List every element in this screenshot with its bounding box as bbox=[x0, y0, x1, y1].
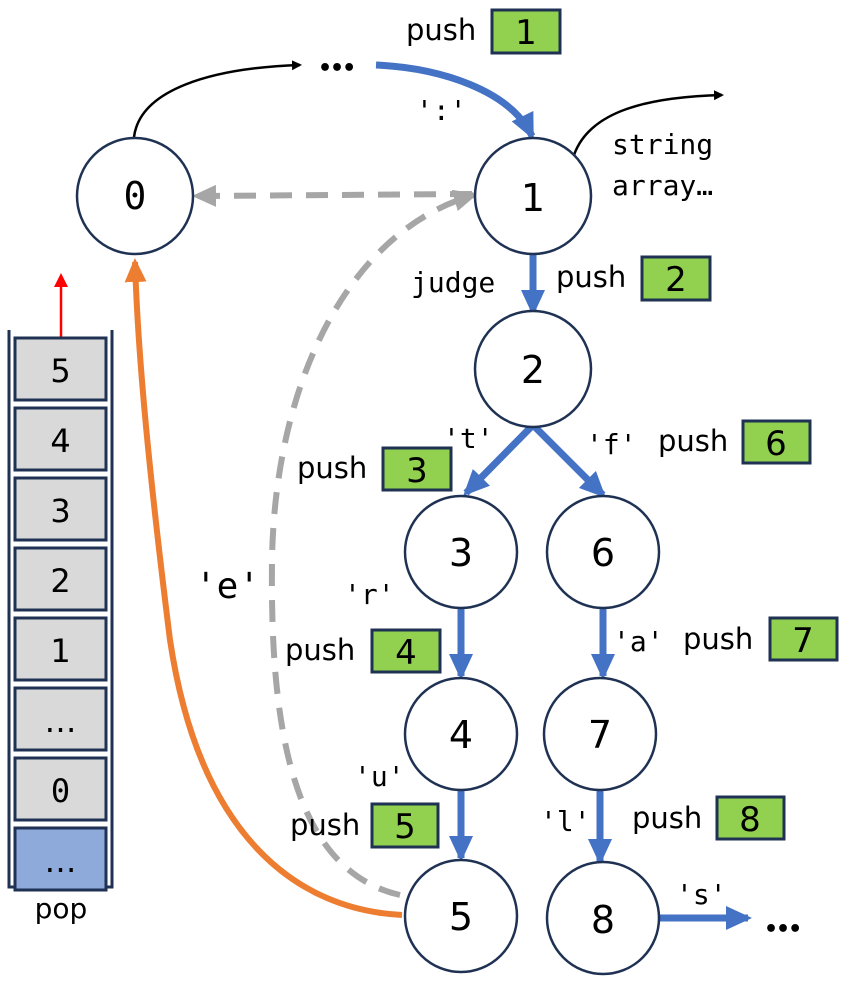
stack-cell-box bbox=[13, 686, 108, 752]
push-label: push bbox=[290, 808, 360, 842]
node-1-label: 1 bbox=[521, 176, 545, 220]
stack-cell-value: … bbox=[45, 702, 77, 740]
stack-cell-value: 5 bbox=[50, 352, 70, 390]
node-4-label: 4 bbox=[449, 713, 473, 757]
stack-pop-label: pop bbox=[35, 892, 88, 925]
stack: 5 4 3 2 1 … 0 … pop bbox=[7, 273, 114, 925]
edge-label-e: 'e' bbox=[195, 566, 260, 607]
stack-cell: 5 bbox=[13, 336, 108, 402]
node-3: 3 bbox=[403, 494, 519, 610]
edge-5-to-0-e bbox=[124, 258, 403, 918]
push-badge-number: 2 bbox=[665, 260, 687, 300]
stack-cell-base: … bbox=[13, 826, 108, 892]
edge-label-judge: judge bbox=[411, 266, 495, 299]
edge-0-to-ellipsis bbox=[132, 60, 302, 138]
push-label: push bbox=[683, 622, 753, 656]
push-badge-7: push 7 bbox=[683, 616, 839, 662]
node-8-label: 8 bbox=[591, 898, 615, 942]
edge-label-a: 'a' bbox=[613, 625, 664, 658]
push-badge-number: 6 bbox=[765, 424, 787, 464]
ellipsis-right: ••• bbox=[764, 917, 800, 942]
push-label: push bbox=[632, 801, 702, 835]
push-label: push bbox=[658, 424, 728, 458]
edge-label-r: 'r' bbox=[344, 578, 395, 611]
stack-cell-value: 0 bbox=[51, 772, 70, 810]
stack-cell: … bbox=[13, 686, 108, 752]
stack-cell: 4 bbox=[13, 406, 108, 472]
stack-cell-box bbox=[13, 546, 108, 612]
edge-colon-to-1 bbox=[375, 61, 536, 140]
stack-cell: 0 bbox=[13, 756, 108, 822]
edge-label-array: array… bbox=[612, 169, 713, 202]
push-badge-number: 8 bbox=[739, 800, 761, 840]
node-5-label: 5 bbox=[449, 895, 473, 939]
node-4: 4 bbox=[403, 676, 519, 792]
stack-cell: 1 bbox=[13, 616, 108, 682]
push-badge-5: push 5 bbox=[290, 802, 440, 849]
node-1: 1 bbox=[473, 136, 593, 256]
stack-cell-value: 3 bbox=[50, 492, 70, 530]
push-badge-2: push 2 bbox=[556, 255, 712, 302]
node-3-label: 3 bbox=[449, 531, 473, 575]
push-badge-number: 3 bbox=[406, 451, 428, 491]
push-badge-1: push 1 bbox=[406, 8, 562, 55]
ellipsis-top: ••• bbox=[318, 56, 354, 81]
stack-cell: 2 bbox=[13, 546, 108, 612]
edge-1-to-string-array bbox=[572, 90, 724, 156]
edge-label-l: 'l' bbox=[540, 805, 591, 838]
stack-cell-box bbox=[13, 616, 108, 682]
stack-cell-value: 1 bbox=[50, 632, 70, 670]
stack-cell: 3 bbox=[13, 476, 108, 542]
stack-cell-value: 2 bbox=[50, 562, 70, 600]
edge-2-to-6 bbox=[530, 422, 606, 498]
push-badge-6: push 6 bbox=[658, 419, 812, 465]
stack-cell-box bbox=[13, 756, 108, 822]
push-badge-8: push 8 bbox=[632, 795, 786, 841]
edge-label-u: 'u' bbox=[354, 760, 405, 793]
push-label: push bbox=[556, 260, 626, 294]
node-6: 6 bbox=[545, 494, 661, 610]
stack-cell-value: 4 bbox=[50, 422, 70, 460]
push-label: push bbox=[406, 13, 476, 47]
stack-cell-box bbox=[13, 406, 108, 472]
fail-edge-1-to-0 bbox=[192, 184, 473, 207]
stack-cells: 5 4 3 2 1 … 0 … bbox=[13, 336, 108, 892]
node-2-label: 2 bbox=[521, 348, 545, 392]
push-badge-number: 4 bbox=[395, 633, 417, 673]
edge-label-colon: ':' bbox=[416, 94, 467, 127]
push-badge-3: push 3 bbox=[297, 446, 453, 492]
node-2: 2 bbox=[473, 309, 593, 429]
push-badge-number: 7 bbox=[792, 621, 814, 661]
node-7: 7 bbox=[542, 676, 658, 792]
node-8: 8 bbox=[545, 860, 661, 976]
node-0-label: 0 bbox=[124, 174, 147, 218]
stack-cell-box bbox=[13, 826, 108, 892]
node-6-label: 6 bbox=[591, 531, 615, 575]
edge-label-string: string bbox=[612, 128, 713, 161]
stack-cell-box bbox=[13, 336, 108, 402]
push-badge-4: push 4 bbox=[285, 628, 442, 674]
node-7-label: 7 bbox=[588, 713, 612, 757]
stack-cell-box bbox=[13, 476, 108, 542]
push-badge-number: 5 bbox=[394, 807, 416, 847]
node-0: 0 bbox=[75, 136, 195, 256]
node-5: 5 bbox=[403, 858, 519, 974]
edge-2-to-3 bbox=[463, 422, 536, 496]
edge-label-s: 's' bbox=[676, 878, 727, 911]
edge-label-f: 'f' bbox=[586, 428, 637, 461]
push-label: push bbox=[285, 633, 355, 667]
push-label: push bbox=[297, 451, 367, 485]
stack-cell-value: … bbox=[45, 842, 77, 880]
push-badge-number: 1 bbox=[515, 13, 537, 53]
